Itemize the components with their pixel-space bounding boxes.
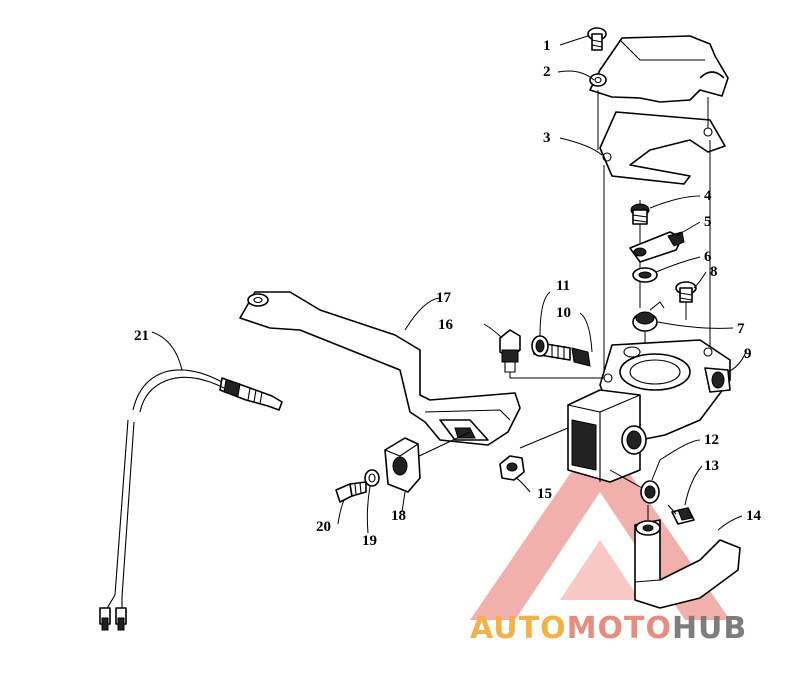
switch-arm xyxy=(634,505,741,609)
leader-lines xyxy=(151,35,747,534)
bolt-16 xyxy=(499,329,521,373)
callout-20: 20 xyxy=(316,519,331,535)
watermark-hub: HUB xyxy=(672,611,747,646)
callout-16: 16 xyxy=(438,317,454,333)
callout-13: 13 xyxy=(704,458,719,474)
callout-labels: 1 2 3 4 5 6 7 8 9 10 11 12 13 14 15 16 1… xyxy=(134,38,762,549)
callout-17: 17 xyxy=(436,290,452,306)
washer-12 xyxy=(609,469,660,504)
gasket xyxy=(599,111,726,185)
callout-9: 9 xyxy=(744,346,752,362)
brake-light-switch xyxy=(99,369,283,631)
contact-terminal xyxy=(629,231,685,263)
collar-19 xyxy=(364,469,380,487)
callout-14: 14 xyxy=(746,508,762,524)
svg-text:AUTOMOTOHUB: AUTOMOTOHUB xyxy=(470,611,747,646)
callout-8: 8 xyxy=(710,264,718,280)
watermark-logo: AUTOMOTOHUB xyxy=(470,611,747,646)
lever-adjuster xyxy=(384,437,421,493)
callout-4: 4 xyxy=(704,188,712,204)
nut-15 xyxy=(499,455,525,481)
pivot-bolt xyxy=(531,335,591,367)
switch-spring xyxy=(632,301,665,332)
bolt-4 xyxy=(630,203,650,225)
callout-15: 15 xyxy=(537,486,552,502)
screw-20 xyxy=(335,481,367,503)
watermark-triangle xyxy=(470,430,730,620)
callout-5: 5 xyxy=(704,214,712,230)
screw-13 xyxy=(667,504,695,525)
callout-7: 7 xyxy=(737,321,745,337)
callout-2: 2 xyxy=(543,64,551,80)
cover-screw xyxy=(587,27,607,51)
washer-6 xyxy=(632,267,658,283)
lever-housing xyxy=(567,339,731,483)
top-cover xyxy=(589,35,729,103)
brake-lever xyxy=(239,291,521,446)
callout-10: 10 xyxy=(556,305,571,321)
callout-12: 12 xyxy=(704,432,719,448)
callout-1: 1 xyxy=(543,38,551,54)
watermark-auto: AUTO xyxy=(470,611,567,646)
callout-19: 19 xyxy=(362,533,377,549)
screw-8 xyxy=(675,281,697,303)
callout-21: 21 xyxy=(134,328,149,344)
callout-6: 6 xyxy=(704,249,712,265)
callout-18: 18 xyxy=(391,508,406,524)
callout-11: 11 xyxy=(556,278,570,294)
watermark-moto: MOTO xyxy=(567,611,672,646)
callout-3: 3 xyxy=(543,130,551,146)
